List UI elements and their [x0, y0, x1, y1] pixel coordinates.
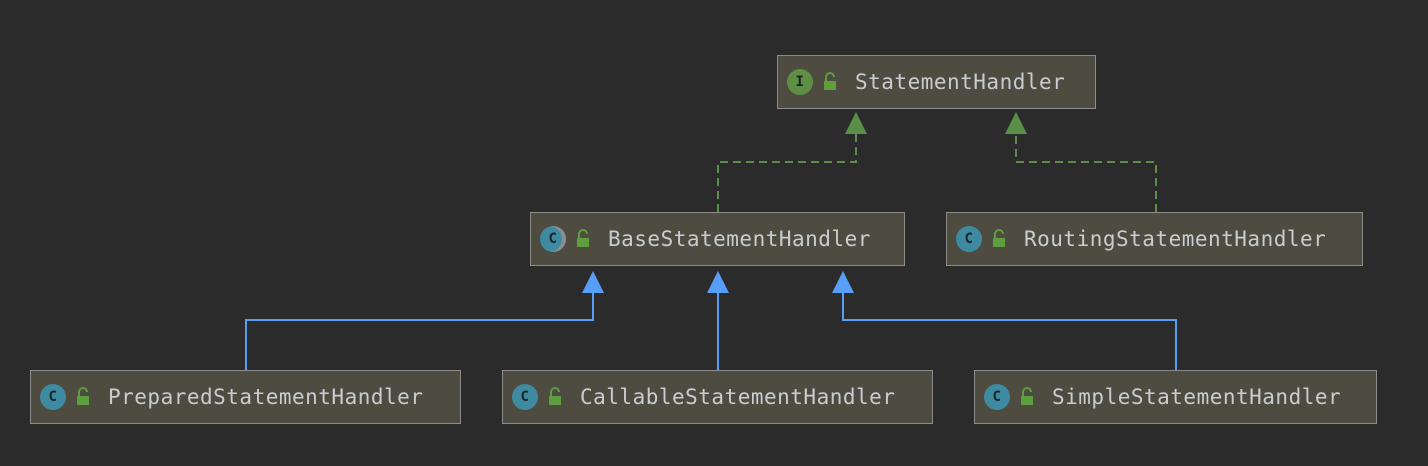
node-prepared-statement-handler[interactable]: C PreparedStatementHandler — [30, 370, 461, 424]
node-label: RoutingStatementHandler — [1024, 227, 1327, 251]
node-label: PreparedStatementHandler — [108, 385, 424, 409]
node-label: SimpleStatementHandler — [1052, 385, 1342, 409]
node-label: StatementHandler — [855, 70, 1066, 94]
interface-icon: I — [787, 69, 813, 95]
abstract-class-icon: C — [540, 226, 566, 252]
edge-simple-extends-base — [832, 271, 1177, 370]
public-access-icon — [824, 72, 836, 90]
public-access-icon — [577, 229, 589, 247]
extends-arrowhead — [707, 271, 729, 293]
implements-arrowhead — [1005, 112, 1027, 134]
edge-base-implements-statement-handler — [717, 112, 867, 212]
extends-arrowhead — [832, 271, 854, 293]
node-label: CallableStatementHandler — [580, 385, 896, 409]
class-icon: C — [956, 226, 982, 252]
class-icon: C — [984, 384, 1010, 410]
node-base-statement-handler[interactable]: C BaseStatementHandler — [530, 212, 905, 266]
edge-prepared-extends-base — [245, 271, 604, 370]
public-access-icon — [1021, 387, 1033, 405]
class-icon: C — [40, 384, 66, 410]
node-simple-statement-handler[interactable]: C SimpleStatementHandler — [974, 370, 1377, 424]
node-statement-handler[interactable]: I StatementHandler — [777, 55, 1096, 109]
node-callable-statement-handler[interactable]: C CallableStatementHandler — [502, 370, 933, 424]
node-routing-statement-handler[interactable]: C RoutingStatementHandler — [946, 212, 1363, 266]
edge-callable-extends-base — [707, 271, 729, 370]
public-access-icon — [993, 229, 1005, 247]
edge-routing-implements-statement-handler — [1005, 112, 1157, 212]
extends-arrowhead — [582, 271, 604, 293]
implements-arrowhead — [845, 112, 867, 134]
node-label: BaseStatementHandler — [608, 227, 871, 251]
public-access-icon — [77, 387, 89, 405]
public-access-icon — [549, 387, 561, 405]
class-icon: C — [512, 384, 538, 410]
